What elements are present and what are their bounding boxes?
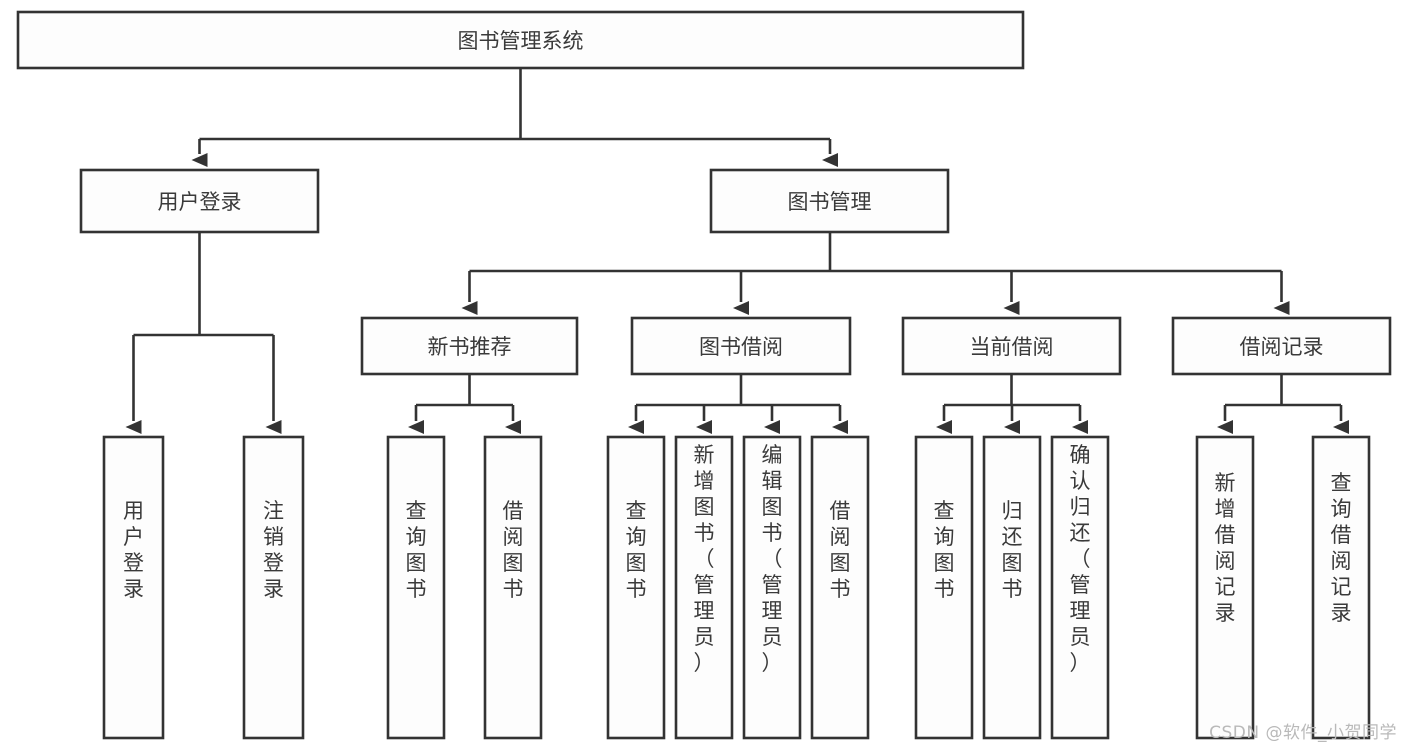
leaf-node[interactable]: 查询借阅记录	[1311, 435, 1371, 740]
leaf-label: 查询图书	[406, 499, 427, 601]
connector-current-borrow-to-leaves	[936, 374, 1088, 434]
leaf-label: 新增图书（管理员）	[694, 443, 715, 675]
leaf-node[interactable]: 查询图书	[386, 435, 446, 740]
leaf-node[interactable]: 新增图书（管理员）	[674, 435, 734, 740]
leaf-label: 新增借阅记录	[1215, 471, 1236, 625]
node-current-borrow-label: 当前借阅	[970, 335, 1054, 359]
connector-book-borrow-to-leaves	[628, 374, 848, 434]
connector-book-management-to-level3	[461, 232, 1290, 315]
leaf-node[interactable]: 用户登录	[102, 435, 165, 740]
leaf-label: 注销登录	[263, 499, 284, 601]
csdn-watermark: CSDN @软件_小贺同学	[1209, 723, 1397, 743]
leaf-node[interactable]: 借阅图书	[810, 435, 870, 740]
node-current-borrow[interactable]: 当前借阅	[901, 316, 1122, 376]
node-new-book-recommend[interactable]: 新书推荐	[360, 316, 579, 376]
node-root-system-label: 图书管理系统	[458, 29, 584, 53]
node-book-management[interactable]: 图书管理	[709, 168, 950, 234]
leaf-node[interactable]: 查询图书	[914, 435, 974, 740]
leaf-label: 编辑图书（管理员）	[762, 443, 783, 675]
connector-user-login-to-leaves	[125, 232, 282, 434]
node-book-borrow[interactable]: 图书借阅	[630, 316, 852, 376]
leaf-label: 借阅图书	[503, 499, 524, 601]
node-user-login[interactable]: 用户登录	[79, 168, 320, 234]
leaf-label: 查询图书	[934, 499, 955, 601]
node-root-system[interactable]: 图书管理系统	[16, 10, 1025, 70]
node-borrow-record-label: 借阅记录	[1240, 335, 1324, 359]
leaf-node[interactable]: 编辑图书（管理员）	[742, 435, 802, 740]
leaf-label: 查询借阅记录	[1331, 471, 1352, 625]
leaf-node[interactable]: 新增借阅记录	[1195, 435, 1255, 740]
node-book-management-label: 图书管理	[788, 190, 872, 214]
leaf-node[interactable]: 归还图书	[982, 435, 1042, 740]
leaf-label: 借阅图书	[830, 499, 851, 601]
node-new-book-recommend-label: 新书推荐	[428, 335, 512, 359]
node-borrow-record[interactable]: 借阅记录	[1171, 316, 1392, 376]
node-user-login-label: 用户登录	[158, 190, 242, 214]
connector-borrow-record-to-leaves	[1217, 374, 1349, 434]
leaf-node[interactable]: 查询图书	[606, 435, 666, 740]
leaf-node[interactable]: 注销登录	[242, 435, 305, 740]
leaf-label: 查询图书	[626, 499, 647, 601]
leaf-label: 归还图书	[1002, 499, 1023, 601]
leaf-label: 确认归还（管理员）	[1070, 443, 1091, 675]
connector-new-book-recommend-to-leaves	[408, 374, 521, 434]
connector-root-to-level2	[191, 68, 838, 167]
leaf-label: 用户登录	[123, 499, 144, 601]
leaf-node[interactable]: 借阅图书	[483, 435, 543, 740]
node-book-borrow-label: 图书借阅	[699, 335, 783, 359]
leaf-node[interactable]: 确认归还（管理员）	[1050, 435, 1110, 740]
